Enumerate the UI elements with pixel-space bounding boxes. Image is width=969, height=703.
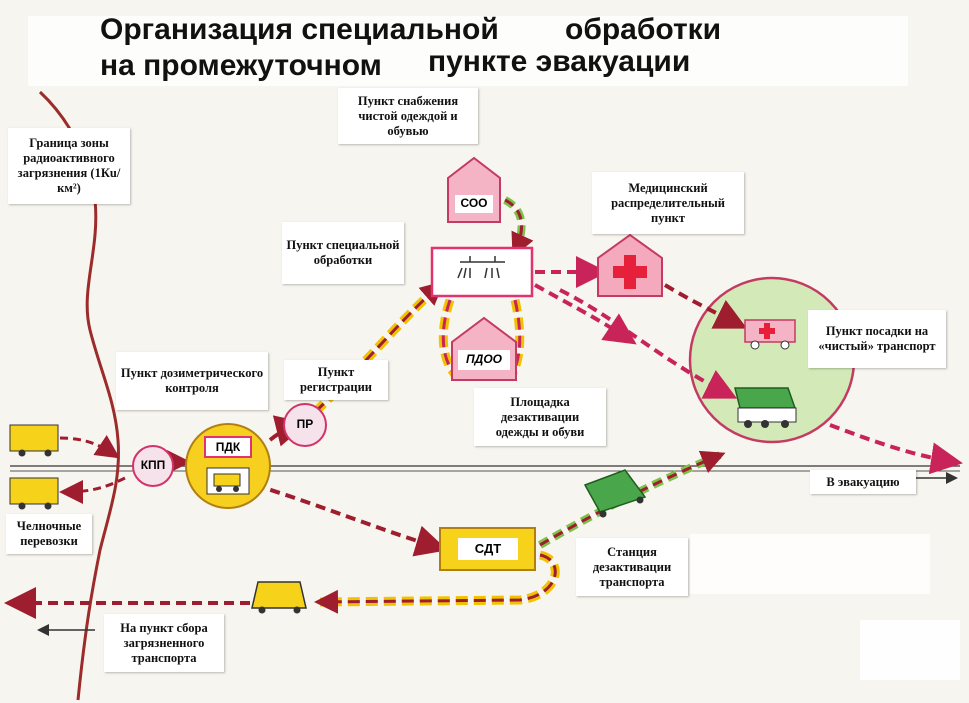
label-registration: Пункт регистрации	[284, 360, 388, 400]
kpp-circle	[132, 445, 174, 487]
label-evacuation: В эвакуацию	[810, 470, 916, 494]
label-zone-boundary: Граница зоны радиоактивного загрязнения …	[8, 128, 130, 204]
paper-strip-top	[28, 16, 908, 86]
route-shuttle-in	[59, 435, 120, 459]
paper-strip-right	[690, 534, 930, 594]
coo-house-window	[455, 195, 493, 213]
route-sdt-loop-inner	[314, 553, 557, 614]
label-supply: Пункт снабжения чистой одеждой и обувью	[338, 88, 478, 144]
tag-pdk: ПДК	[215, 440, 241, 454]
pdoo-house	[451, 316, 517, 381]
clean-truck-icon	[734, 387, 797, 428]
tag-pdoo: ПДОО	[466, 352, 502, 366]
special-treatment-building	[430, 246, 534, 298]
pdk-label-box	[204, 436, 252, 458]
paper-strip-bottom	[860, 620, 960, 680]
tag-coo: СОО	[460, 196, 488, 210]
route-treatment-to-boarding	[534, 283, 637, 345]
route-shuttle-out	[59, 476, 126, 504]
label-shuttle: Челночные перевозки	[6, 514, 92, 554]
label-collection: На пункт сбора загрязненного транспорта	[104, 614, 224, 672]
pdk-vehicle-icon	[206, 467, 250, 495]
title-line1-a: Организация специальной	[100, 13, 499, 46]
pr-circle	[283, 403, 327, 447]
label-dosimetry: Пункт дозиметрического контроля	[116, 352, 268, 410]
label-transport-decon: Станция дезактивации транспорта	[576, 538, 688, 596]
sdt-label-box	[458, 538, 518, 560]
shuttle-truck-out-icon	[9, 477, 59, 510]
shuttle-truck-in-icon	[9, 424, 59, 457]
route-to-evacuation	[829, 423, 963, 475]
route-treatment-to-truck	[559, 288, 738, 399]
label-medical: Медицинский распределительный пункт	[592, 172, 744, 234]
title-line1-b: обработки	[565, 13, 722, 46]
ambulance-icon	[744, 319, 796, 350]
contaminated-truck-icon	[251, 581, 307, 614]
route-coo-to-treatment-inner	[504, 198, 534, 258]
route-pdk-to-sdt	[254, 483, 448, 557]
tag-sdt: СДТ	[474, 541, 502, 556]
tag-kpp: КПП	[140, 458, 166, 472]
label-clothing-decon: Площадка дезактивации одежды и обуви	[474, 388, 606, 446]
shower-icon	[457, 256, 505, 279]
decon-truck-icon	[583, 469, 647, 518]
pdoo-house-window	[458, 350, 510, 370]
label-special-treatment: Пункт специальной обработки	[282, 222, 404, 284]
title-line2-b: пункте эвакуации	[428, 45, 691, 78]
route-medical-to-ambulance	[663, 283, 748, 329]
tag-pr: ПР	[296, 417, 314, 431]
title-line2-a: на промежуточном	[100, 49, 382, 82]
label-boarding: Пункт посадки на «чистый» транспорт	[808, 310, 946, 368]
red-cross-icon	[613, 255, 647, 289]
